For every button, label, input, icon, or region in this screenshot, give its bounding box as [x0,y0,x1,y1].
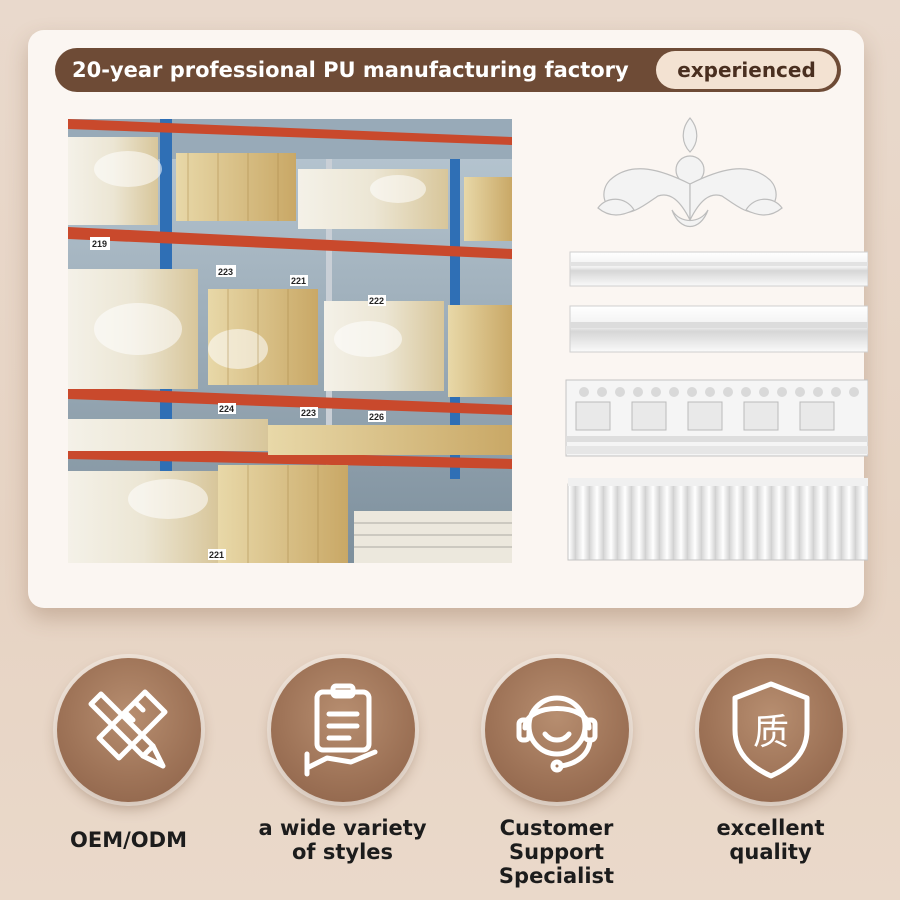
experienced-badge: experienced [656,51,837,89]
product-samples [562,100,869,570]
shelf-number: 224 [219,404,234,414]
feature-circle [271,658,415,802]
feature-label-line2: of styles [291,840,394,864]
ornament-applique [597,117,783,227]
feature-label-line1: excellent [716,816,825,840]
feature-oem-odm: OEM/ODM [26,658,231,878]
feature-label-line1: Customer [499,816,614,840]
clipboard-hand-icon [304,683,378,777]
pencil-ruler-icon [88,689,168,769]
quality-glyph: 质 [753,712,789,753]
feature-circle [485,658,629,802]
shelf-number: 223 [218,267,233,277]
feature-label-line2: quality [729,840,812,864]
feature-label-line2: Support Specialist [498,840,615,888]
feature-support: Customer Support Specialist [454,658,659,888]
feature-variety: a wide variety of styles [240,658,445,878]
feature-label-line1: a wide variety [258,816,427,840]
quality-shield-icon: 质 [732,681,810,779]
warehouse-photo: 219 223 221 222 224 223 226 221 [68,119,512,563]
feature-label-line1: OEM/ODM [70,828,187,852]
shelf-number: 226 [369,412,384,422]
shelf-number: 222 [369,296,384,306]
banner-title: 20-year professional PU manufacturing fa… [72,58,629,82]
shelf-number: 223 [301,408,316,418]
feature-quality: 质 excellent quality [668,658,873,878]
shelf-number: 219 [92,239,107,249]
feature-circle: 质 [699,658,843,802]
feature-circle [57,658,201,802]
shelf-number: 221 [209,550,224,560]
headline-banner: 20-year professional PU manufacturing fa… [55,48,841,92]
headset-support-icon [516,695,598,773]
shelf-number: 221 [291,276,306,286]
